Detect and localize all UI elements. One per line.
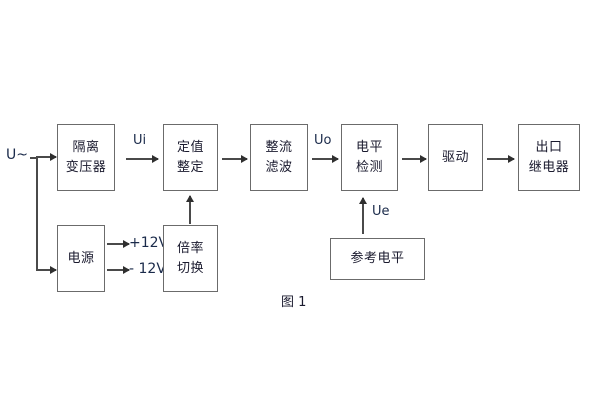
block-reference-level-line1: 参考电平 (350, 251, 405, 267)
block-multiplier-switch-line2: 切换 (176, 260, 204, 276)
rail-negative-label: - 12V (129, 261, 166, 277)
arrow-driver-to-output-relay (487, 158, 514, 160)
signal-uo-label: Uo (314, 133, 332, 148)
block-output-relay-line2: 继电器 (528, 159, 570, 175)
block-driver-line1: 驱动 (441, 149, 469, 165)
block-setting-value[interactable]: 定值 整定 (163, 124, 218, 191)
arrow-rail-negative (107, 269, 129, 271)
block-level-detect-line1: 电平 (355, 139, 383, 155)
block-multiplier-switch-line1: 倍率 (176, 240, 204, 256)
block-power-supply-line1: 电源 (67, 250, 95, 266)
block-driver[interactable]: 驱动 (428, 124, 483, 191)
block-reference-level[interactable]: 参考电平 (330, 238, 425, 280)
block-isolation-transformer[interactable]: 隔离 变压器 (57, 124, 115, 191)
block-isolation-transformer-line2: 变压器 (65, 159, 107, 175)
arrow-isolation-to-setting (126, 158, 158, 160)
input-stub-segment (30, 157, 38, 159)
block-rectify-filter-line1: 整流 (265, 139, 293, 155)
block-multiplier-switch[interactable]: 倍率 切换 (163, 225, 218, 292)
arrow-rail-positive (107, 243, 129, 245)
block-power-supply[interactable]: 电源 (57, 225, 105, 292)
block-level-detect-line2: 检测 (355, 159, 383, 175)
arrow-multiplier-to-setting (189, 196, 191, 224)
block-output-relay-line1: 出口 (535, 139, 563, 155)
arrow-setting-to-rectify (222, 158, 247, 160)
block-isolation-transformer-line1: 隔离 (72, 139, 100, 155)
signal-ui-label: Ui (133, 133, 147, 148)
arrow-input-to-power-supply (36, 269, 56, 271)
arrow-level-detect-to-driver (402, 158, 426, 160)
arrow-rectify-to-level-detect (312, 158, 338, 160)
block-rectify-filter[interactable]: 整流 滤波 (250, 124, 308, 191)
input-bus-vertical (36, 157, 38, 270)
block-setting-value-line1: 定值 (176, 139, 204, 155)
signal-ue-label: Ue (372, 204, 390, 219)
rail-positive-label: +12V (129, 235, 169, 251)
arrow-reference-to-level-detect (362, 198, 364, 234)
block-output-relay[interactable]: 出口 继电器 (518, 124, 580, 191)
arrow-input-to-isolation-transformer (36, 156, 56, 158)
block-rectify-filter-line2: 滤波 (265, 159, 293, 175)
figure-caption: 图 1 (281, 295, 307, 310)
input-source-label: U~ (6, 147, 28, 163)
block-level-detect[interactable]: 电平 检测 (341, 124, 398, 191)
block-setting-value-line2: 整定 (176, 159, 204, 175)
